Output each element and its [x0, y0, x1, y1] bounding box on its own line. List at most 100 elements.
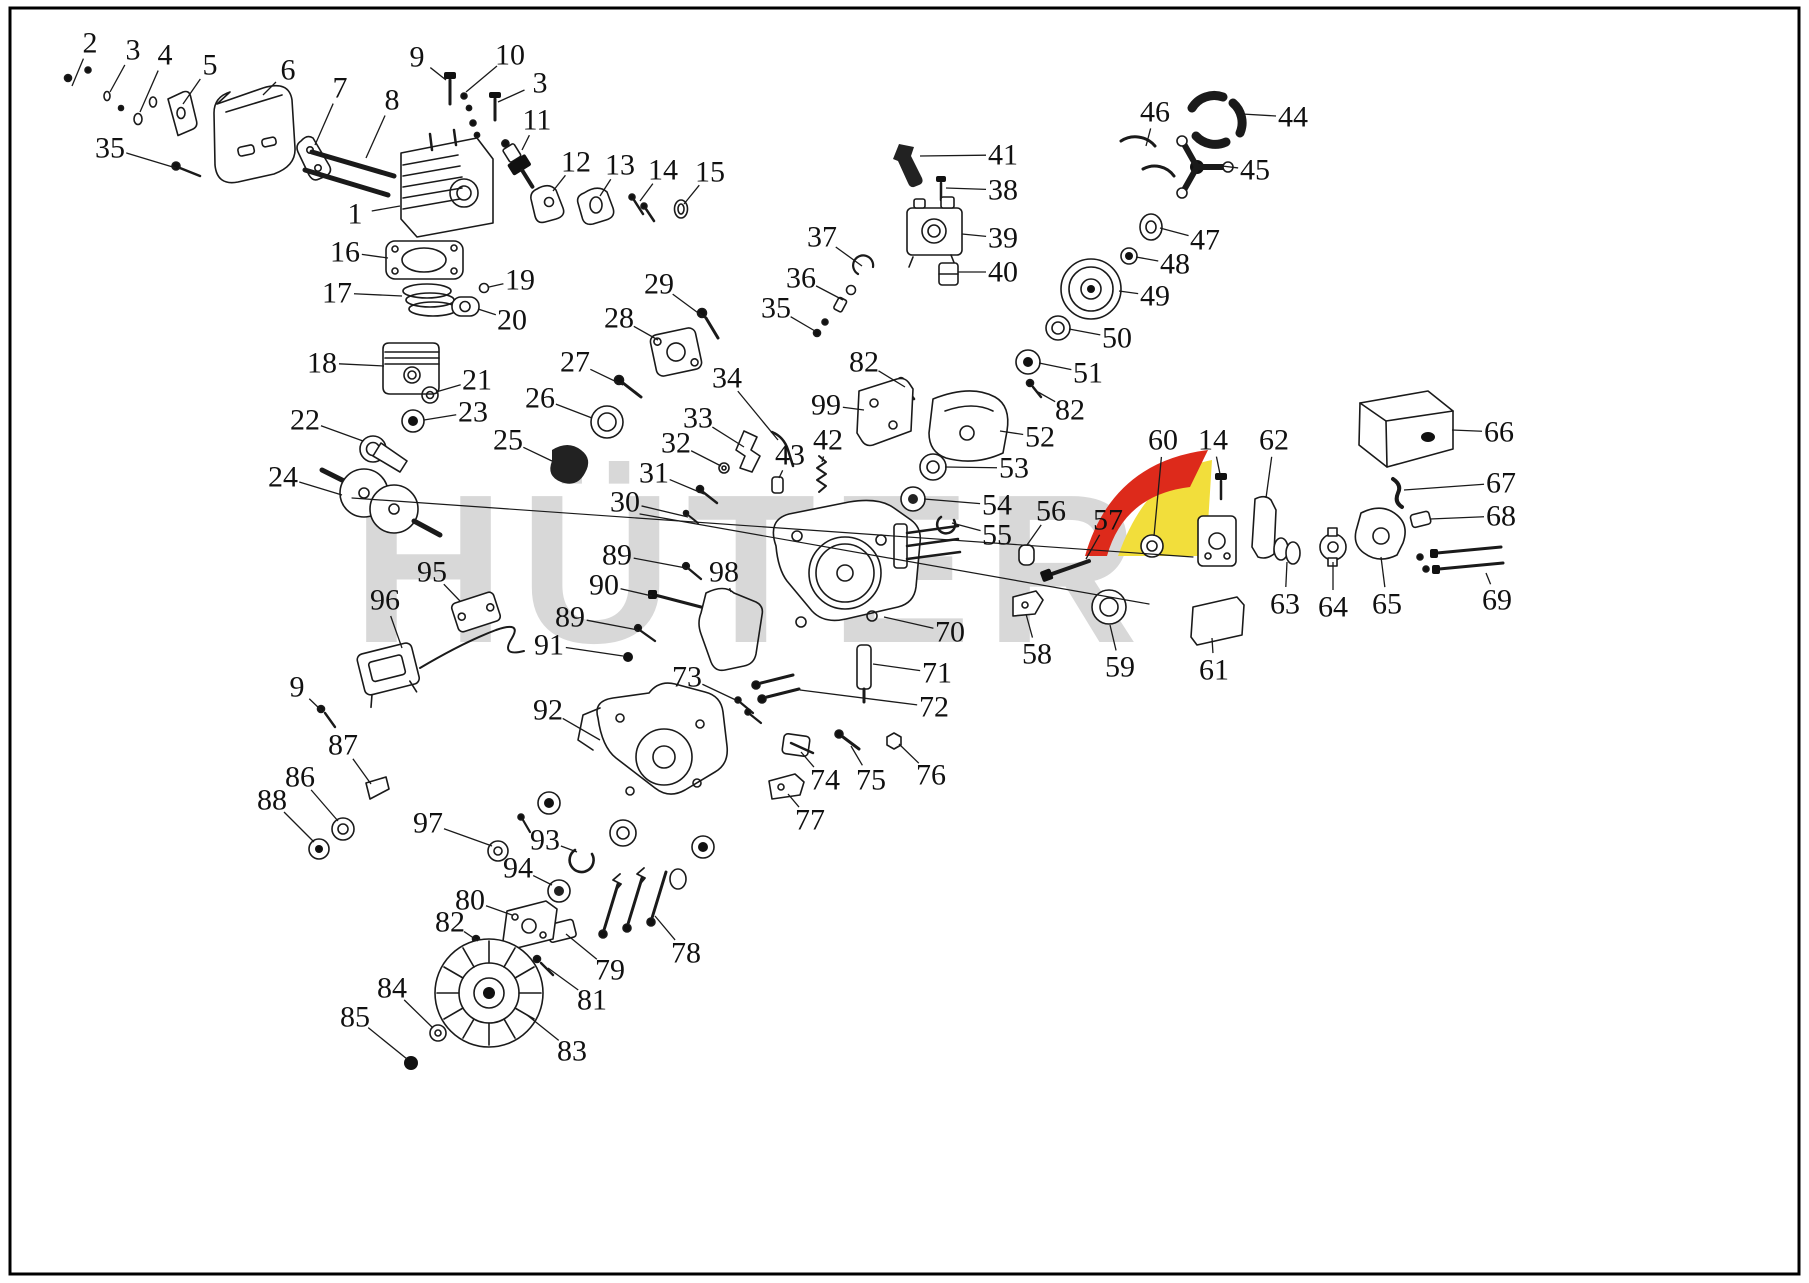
callout-label-69-68: 69: [1482, 584, 1512, 617]
callout-label-86-89: 86: [285, 761, 315, 794]
callout-leader-11-10: [521, 134, 530, 151]
part-block-40: [938, 262, 959, 286]
part-group-63-65: [1273, 507, 1406, 567]
callout-leader-81-102: [547, 967, 579, 991]
callout-leader-42-37: [821, 456, 825, 463]
callout-leader-92-87: [562, 717, 601, 741]
callout-leader-49-54: [1118, 290, 1139, 295]
callout-label-80-98: 80: [455, 884, 485, 917]
callout-label-87-88: 87: [328, 729, 358, 762]
callout-leader-30-35: [641, 505, 689, 518]
part-washer-21: [421, 386, 439, 404]
callout-leader-57-61: [1085, 534, 1101, 560]
part-ignition-95-96: [316, 591, 525, 729]
callout-label-23-23: 23: [458, 396, 488, 429]
callout-leader-28-29: [633, 325, 659, 341]
callout-label-52-47: 52: [1025, 421, 1055, 454]
callout-leader-53-57: [944, 466, 998, 469]
callout-leader-69-68: [1485, 572, 1492, 585]
part-gasket-98: [698, 587, 764, 672]
part-oil-pump-cluster: [1012, 473, 1277, 646]
callout-leader-71-81: [872, 663, 921, 672]
callout-label-8-6: 8: [385, 84, 400, 117]
callout-leader-25-26: [523, 446, 553, 462]
callout-leader-35-11: [126, 152, 177, 169]
part-group-42-43: [771, 455, 827, 494]
callout-label-51-56: 51: [1073, 357, 1103, 390]
callout-leader-18-21: [338, 363, 385, 367]
callout-leader-20-20: [477, 308, 497, 316]
callout-label-61-74: 61: [1199, 654, 1229, 687]
callout-label-59-73: 59: [1105, 651, 1135, 684]
callout-leader-83-105: [526, 1014, 560, 1041]
callout-label-54-58: 54: [982, 489, 1012, 522]
part-ring-15: [673, 199, 689, 219]
callout-label-49-54: 49: [1140, 280, 1170, 313]
callout-label-14-63: 14: [1198, 424, 1228, 457]
part-cover-6: [213, 84, 296, 184]
part-pin-19: [478, 282, 490, 294]
callout-label-85-104: 85: [340, 1001, 370, 1034]
callout-leader-89-75: [633, 557, 687, 569]
part-screws-9-10: [444, 72, 501, 139]
callout-label-84-103: 84: [377, 972, 407, 1005]
callout-label-99-46: 99: [811, 389, 841, 422]
callout-label-97-91: 97: [413, 807, 443, 840]
callout-label-9-86: 9: [290, 671, 305, 704]
callout-leader-78-100: [654, 915, 676, 941]
callout-leader-5-3: [182, 78, 201, 105]
callout-label-2-0: 2: [83, 27, 98, 60]
callout-label-71-81: 71: [922, 657, 952, 690]
part-gasket-16: [385, 240, 464, 280]
callout-leader-16-17: [361, 253, 389, 259]
callout-label-18-21: 18: [307, 347, 337, 380]
callout-leader-2-0: [71, 58, 85, 87]
callout-label-29-30: 29: [644, 268, 674, 301]
callout-leader-56-60: [1026, 524, 1042, 546]
callout-leader-37-40: [835, 246, 863, 267]
border-frame: [8, 6, 1801, 1276]
callout-label-46-49: 46: [1140, 96, 1170, 129]
callout-label-58-72: 58: [1022, 638, 1052, 671]
callout-label-83-105: 83: [557, 1035, 587, 1068]
callout-label-95-84: 95: [417, 556, 447, 589]
callout-label-26-27: 26: [525, 382, 555, 415]
callout-leader-79-101: [565, 933, 598, 960]
callout-leader-67-66: [1403, 483, 1485, 491]
callout-label-66-65: 66: [1484, 416, 1514, 449]
callout-leader-14-15: [639, 183, 654, 202]
callout-label-79-101: 79: [595, 954, 625, 987]
callout-label-17-18: 17: [322, 277, 352, 310]
callout-leader-85-104: [367, 1027, 408, 1060]
callout-label-15-16: 15: [695, 156, 725, 189]
callout-leader-61-74: [1211, 637, 1214, 654]
callout-label-53-57: 53: [999, 452, 1029, 485]
callout-label-35-11: 35: [95, 132, 125, 165]
callout-label-39-43: 39: [988, 222, 1018, 255]
callout-label-3-1: 3: [126, 34, 141, 67]
part-rod-22: [359, 435, 408, 473]
callout-leader-72-82: [799, 689, 918, 706]
callout-label-4-2: 4: [158, 39, 173, 72]
callout-leader-15-16: [683, 184, 700, 205]
part-chain-35-37: [812, 254, 875, 338]
callout-label-3-9: 3: [533, 67, 548, 100]
callout-leader-91-79: [565, 646, 624, 657]
callout-leader-21-22: [435, 384, 461, 393]
callout-leader-45-51: [1221, 165, 1239, 169]
part-group-78-81: [502, 867, 668, 977]
callout-label-7-5: 7: [333, 72, 348, 105]
callout-leader-89-78: [586, 619, 639, 631]
callout-leader-26-27: [555, 403, 593, 419]
watermark-layer: HÜTER: [352, 450, 1152, 687]
callout-leader-4-2: [139, 70, 159, 113]
part-flywheel-83: [404, 938, 544, 1070]
callout-label-47-52: 47: [1190, 224, 1220, 257]
part-brake-cover-52: [928, 390, 1009, 462]
watermark-text: HÜTER: [352, 450, 1152, 687]
callout-leader-35-38: [790, 316, 816, 332]
part-piston-18: [382, 342, 440, 395]
callout-label-25-26: 25: [493, 424, 523, 457]
